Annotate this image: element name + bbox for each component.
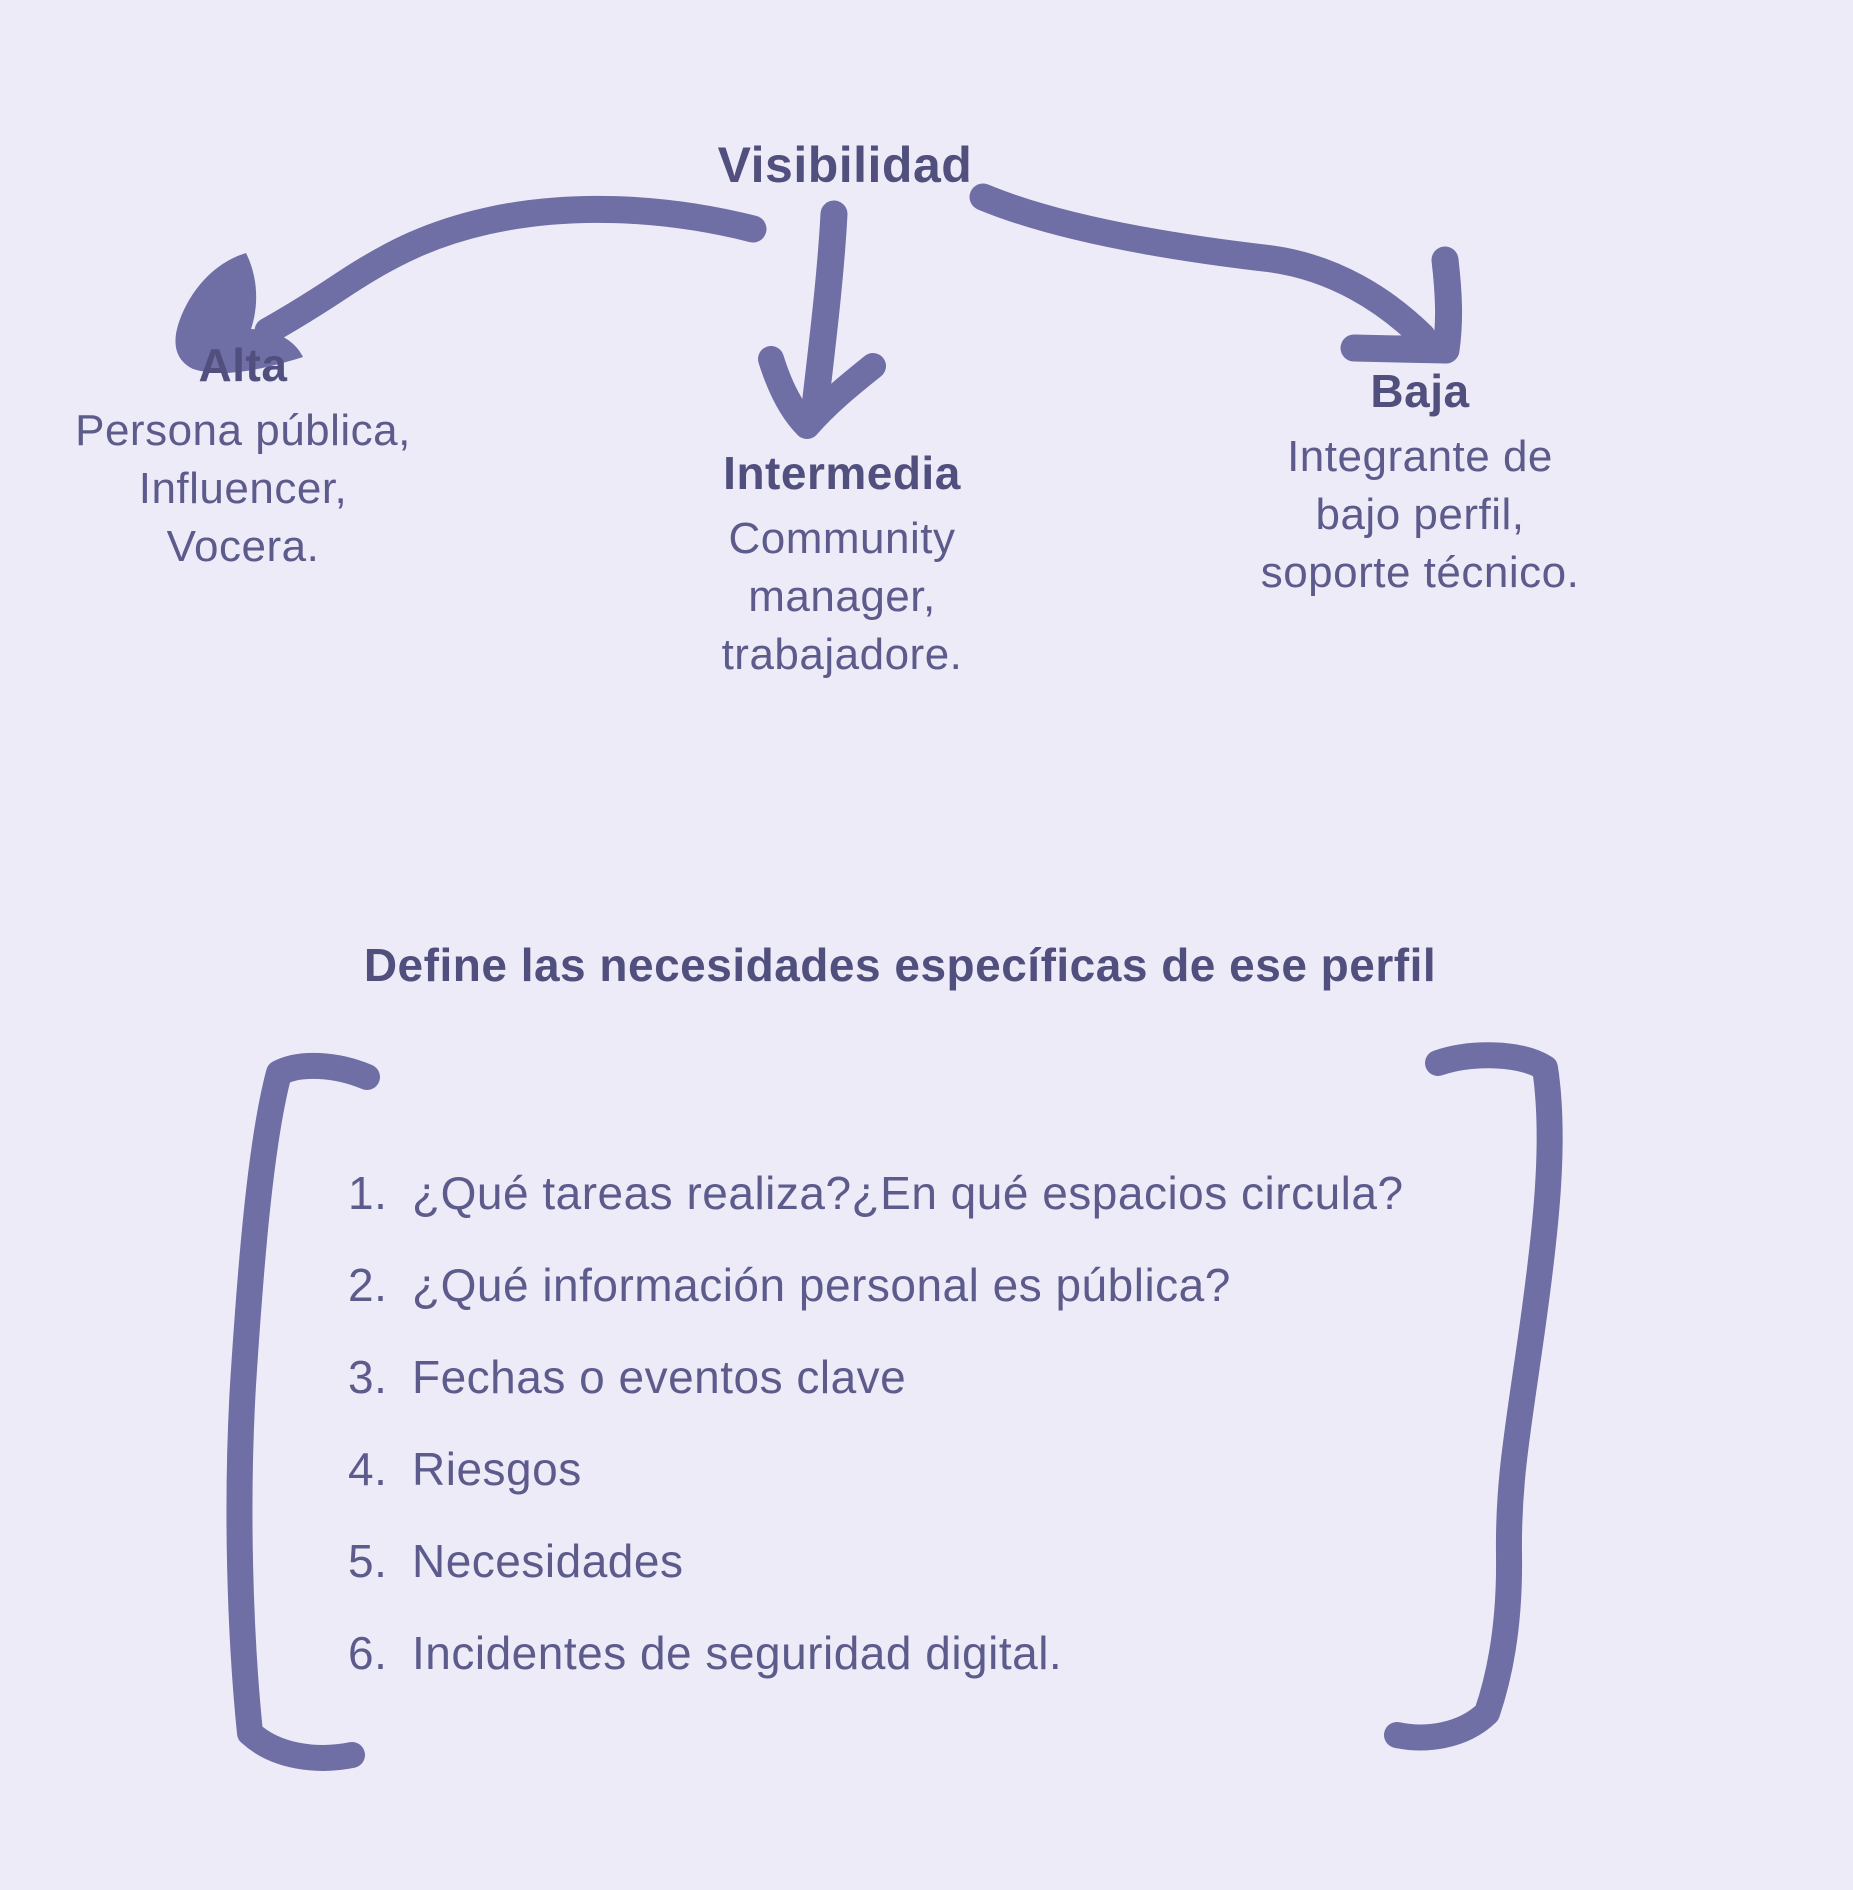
list-item-number: 6. (348, 1627, 388, 1679)
arrow-down-icon (802, 200, 848, 412)
list-item: 3. Fechas o eventos clave (348, 1350, 1508, 1403)
list-item: 1. ¿Qué tareas realiza?¿En qué espacios … (348, 1166, 1508, 1219)
branch-intermedia-line: trabajadore. (721, 630, 963, 679)
list-item-text: ¿Qué tareas realiza?¿En qué espacios cir… (412, 1167, 1404, 1219)
curved-arrow-down-left-tip-icon (175, 253, 303, 373)
needs-list: 1. ¿Qué tareas realiza?¿En qué espacios … (348, 1166, 1508, 1718)
list-item: 6. Incidentes de seguridad digital. (348, 1626, 1508, 1679)
list-item: 4. Riesgos (348, 1442, 1508, 1495)
branch-baja-heading: Baja (1370, 365, 1470, 417)
branch-alta: Alta Persona pública, Influencer, Vocera… (13, 338, 473, 576)
curved-arrow-down-left-icon (254, 195, 767, 345)
curved-arrow-down-right-icon (969, 183, 1436, 350)
list-item-number: 3. (348, 1351, 388, 1403)
arrow-down-head-icon (758, 346, 886, 439)
list-item-text: Incidentes de seguridad digital. (412, 1627, 1063, 1679)
branch-alta-line: Influencer, (138, 464, 348, 513)
section-heading: Define las necesidades específicas de es… (363, 939, 1437, 991)
left-bracket-icon (226, 1052, 380, 1771)
list-item-number: 2. (348, 1259, 388, 1311)
branch-alta-heading: Alta (198, 339, 288, 391)
list-item-number: 1. (348, 1167, 388, 1219)
branch-baja-line: Integrante de (1287, 432, 1553, 481)
list-item-number: 5. (348, 1535, 388, 1587)
list-item-text: Fechas o eventos clave (412, 1351, 907, 1403)
list-item: 5. Necesidades (348, 1534, 1508, 1587)
list-item-number: 4. (348, 1443, 388, 1495)
branch-baja-line: soporte técnico. (1260, 548, 1580, 597)
list-item-text: ¿Qué información personal es pública? (412, 1259, 1231, 1311)
list-item-text: Riesgos (412, 1443, 582, 1495)
branch-intermedia: Intermedia Community manager, trabajador… (612, 446, 1072, 684)
branch-baja-line: bajo perfil, (1315, 490, 1525, 539)
branch-intermedia-line: manager, (748, 572, 936, 621)
branch-intermedia-heading: Intermedia (723, 447, 961, 499)
curved-arrow-down-right-head-icon (1340, 246, 1463, 364)
branch-intermedia-line: Community (728, 514, 956, 563)
diagram-title: Visibilidad (717, 137, 973, 193)
right-bracket-icon (1384, 1042, 1563, 1751)
branch-alta-line: Vocera. (166, 522, 320, 571)
list-item: 2. ¿Qué información personal es pública? (348, 1258, 1508, 1311)
branch-baja: Baja Integrante de bajo perfil, soporte … (1190, 364, 1650, 602)
branch-alta-line: Persona pública, (75, 406, 411, 455)
list-item-text: Necesidades (412, 1535, 684, 1587)
